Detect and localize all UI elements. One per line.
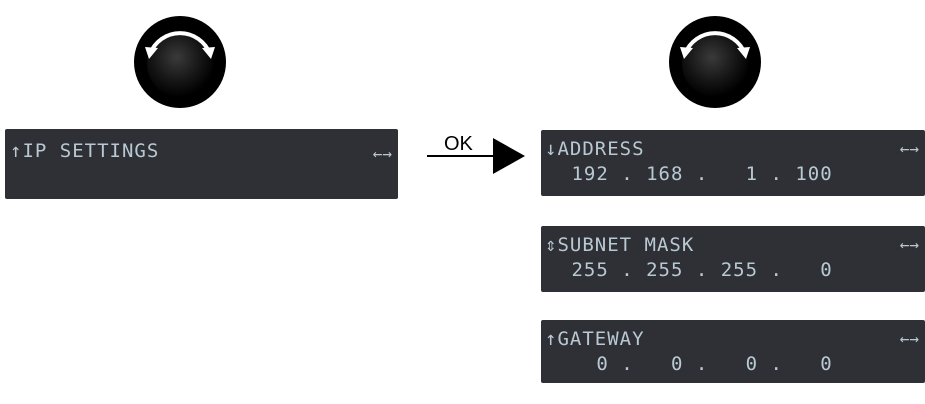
rotate-arrow-icon [148,31,212,55]
lcd-screen-ip-settings: ↑IP SETTINGS ←→ [5,129,398,199]
rotary-knob-icon[interactable] [132,14,228,110]
lcd-value: 255 . 255 . 255 . 0 [559,259,833,281]
ok-transition-arrow: OK [425,133,525,177]
lcd-value: 0 . 0 . 0 . 0 [559,353,833,375]
lcd-title: ↓ADDRESS [545,138,645,160]
lcd-title: ↑IP SETTINGS [10,140,160,162]
lcd-screen-address: ↓ADDRESS 192 . 168 . 1 . 100 ←→ [541,130,925,196]
left-right-arrows-icon: ←→ [372,144,392,163]
left-right-arrows-icon: ←→ [899,139,919,158]
right-arrow-icon [427,138,525,174]
lcd-screen-gateway: ↑GATEWAY 0 . 0 . 0 . 0 ←→ [541,320,925,383]
ok-label: OK [444,133,473,155]
left-right-arrows-icon: ←→ [899,329,919,348]
lcd-title: ⇕SUBNET MASK [545,234,695,256]
rotary-knob-icon[interactable] [667,14,763,110]
lcd-screen-subnet-mask: ⇕SUBNET MASK 255 . 255 . 255 . 0 ←→ [541,226,925,292]
left-right-arrows-icon: ←→ [899,235,919,254]
lcd-value: 192 . 168 . 1 . 100 [559,163,833,185]
rotate-arrow-icon [683,31,747,55]
lcd-title: ↑GATEWAY [545,328,645,350]
